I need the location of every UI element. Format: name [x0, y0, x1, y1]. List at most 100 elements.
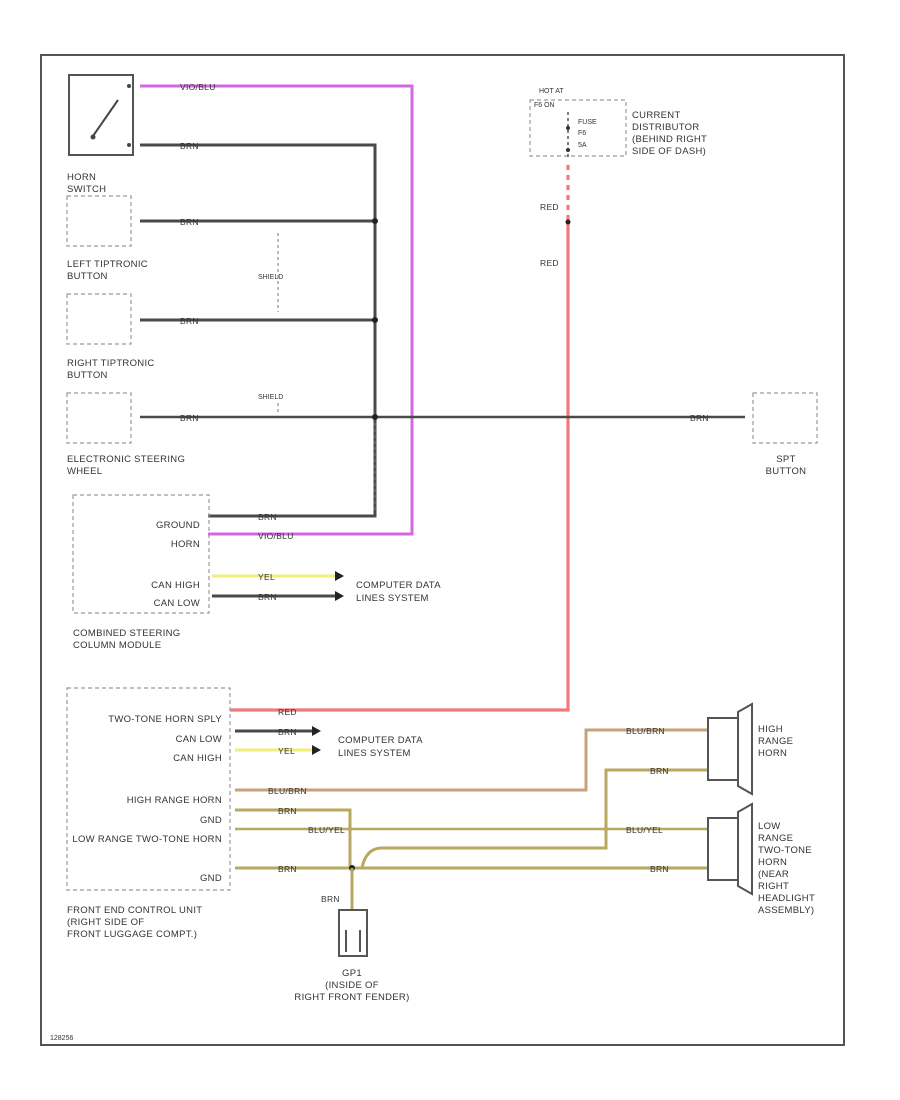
- fecu-yel-label: YEL: [278, 746, 295, 756]
- scm-pin-can-high: CAN HIGH: [151, 580, 200, 591]
- brn-return-label: BRN: [650, 766, 669, 776]
- high-horn-label-1: HIGH: [758, 724, 783, 735]
- blu-yel-label-2: BLU/YEL: [626, 825, 663, 835]
- horn-switch-label-2: SWITCH: [67, 184, 106, 195]
- switch-pin-top: [127, 84, 131, 88]
- fuse-node-top: [566, 126, 570, 130]
- fuse-node-bottom: [566, 148, 570, 152]
- fecu-label-2: (RIGHT SIDE OF: [67, 917, 144, 928]
- low-horn-label-2: RANGE: [758, 833, 793, 844]
- scm-yel-label: YEL: [258, 572, 275, 582]
- gp-wire-label: BRN: [321, 894, 340, 904]
- high-horn-label-2: RANGE: [758, 736, 793, 747]
- low-horn-label-5: (NEAR: [758, 869, 789, 880]
- scm-pin-can-low: CAN LOW: [154, 598, 200, 609]
- fecu-label-1: FRONT END CONTROL UNIT: [67, 905, 202, 916]
- fecu-pin-gnd-1: GND: [200, 815, 222, 826]
- horn-switch-contact: [92, 99, 119, 137]
- high-range-horn-symbol: [707, 702, 753, 796]
- wire-high-horn-gnd: [235, 808, 352, 868]
- low-horn-label-6: RIGHT: [758, 881, 789, 892]
- sport-button-label-1: SPT: [776, 454, 795, 465]
- fuse-location-3: (BEHIND RIGHT: [632, 134, 707, 145]
- steering-wheel-label-1: ELECTRONIC STEERING: [67, 454, 185, 465]
- arrow-scm-1: [335, 571, 344, 581]
- scm-pin-ground: GROUND: [156, 520, 200, 531]
- right-tiptronic-box: [66, 293, 132, 345]
- gp-label-1: GP1: [342, 968, 362, 979]
- steering-wheel-wire-label: BRN: [180, 413, 199, 423]
- brn-wire-label-2: BRN: [258, 512, 277, 522]
- shield-label-1: SHIELD: [258, 274, 283, 281]
- blu-brn-label-1: BLU/BRN: [268, 786, 307, 796]
- fuse-label: FUSE: [578, 119, 597, 126]
- scm-pin-horn: HORN: [171, 539, 200, 550]
- arrow-fecu-1: [312, 726, 321, 736]
- wire-horn-return: [360, 768, 710, 869]
- steering-wheel-box: [66, 392, 132, 444]
- low-horn-label-1: LOW: [758, 821, 781, 832]
- fecu-pin-low-horn: LOW RANGE TWO-TONE HORN: [72, 834, 222, 845]
- fuse-box: [529, 99, 627, 157]
- fecu-label-3: FRONT LUGGAGE COMPT.): [67, 929, 197, 940]
- left-tiptronic-wire-label: BRN: [180, 217, 199, 227]
- fecu-pin-sply: TWO-TONE HORN SPLY: [108, 714, 222, 725]
- scm-data-lines-2: LINES SYSTEM: [356, 593, 429, 604]
- fuse-location-4: SIDE OF DASH): [632, 146, 706, 157]
- gp-label-2: (INSIDE OF: [325, 980, 379, 991]
- arrow-scm-2: [335, 591, 344, 601]
- violet-wire-label-1: VIO/BLU: [180, 82, 216, 92]
- gp-label-3: RIGHT FRONT FENDER): [294, 992, 409, 1003]
- shield-label-2: SHIELD: [258, 394, 283, 401]
- blu-brn-label-2: BLU/BRN: [626, 726, 665, 736]
- splice-2: [372, 317, 378, 323]
- fecu-data-lines-1: COMPUTER DATA: [338, 735, 423, 746]
- fecu-pin-can-low: CAN LOW: [176, 734, 222, 745]
- scm-label-1: COMBINED STEERING: [73, 628, 181, 639]
- diagram-id: 128256: [50, 1035, 73, 1042]
- red-wire-label-3: RED: [278, 707, 297, 717]
- scm-brn-label: BRN: [258, 592, 277, 602]
- fecu-pin-high-horn: HIGH RANGE HORN: [127, 795, 222, 806]
- switch-pivot: [90, 134, 96, 140]
- right-tiptronic-label-1: RIGHT TIPTRONIC: [67, 358, 155, 369]
- high-horn-label-3: HORN: [758, 748, 787, 759]
- left-tiptronic-label-1: LEFT TIPTRONIC: [67, 259, 148, 270]
- sport-button-box: [752, 392, 818, 444]
- low-horn-label-4: HORN: [758, 857, 787, 868]
- blu-yel-label-1: BLU/YEL: [308, 825, 345, 835]
- ground-point-symbol: [338, 909, 368, 957]
- sport-button-label-2: BUTTON: [766, 466, 807, 477]
- low-horn-label-7: HEADLIGHT: [758, 893, 815, 904]
- fuse-number: F6: [578, 130, 586, 137]
- scm-data-lines-1: COMPUTER DATA: [356, 580, 441, 591]
- horn-switch-label-1: HORN: [67, 172, 96, 183]
- fuse-rating: 5A: [578, 142, 587, 149]
- right-tiptronic-label-2: BUTTON: [67, 370, 108, 381]
- splice-1: [372, 218, 378, 224]
- sport-wire-label: BRN: [690, 413, 709, 423]
- arrow-fecu-2: [312, 745, 321, 755]
- fecu-pin-can-high: CAN HIGH: [173, 753, 222, 764]
- fecu-brn-label: BRN: [278, 727, 297, 737]
- splice-3: [372, 414, 378, 420]
- low-horn-label-8: ASSEMBLY): [758, 905, 814, 916]
- brn-gnd-label-3: BRN: [650, 864, 669, 874]
- right-tiptronic-wire-label: BRN: [180, 316, 199, 326]
- low-horn-label-3: TWO-TONE: [758, 845, 812, 856]
- horn-switch-box: [68, 74, 134, 156]
- red-wire-label-2: RED: [540, 258, 559, 268]
- left-tiptronic-label-2: BUTTON: [67, 271, 108, 282]
- brn-gnd-label-2: BRN: [278, 864, 297, 874]
- switch-pin-bottom: [127, 143, 131, 147]
- wire-high-horn: [235, 728, 710, 792]
- left-tiptronic-box: [66, 195, 132, 247]
- low-range-horn-symbol: [707, 802, 753, 896]
- hot-at-label: HOT AT: [539, 88, 564, 95]
- red-wire-label-1: RED: [540, 202, 559, 212]
- fecu-data-lines-2: LINES SYSTEM: [338, 748, 411, 759]
- fuse-location-1: CURRENT: [632, 110, 681, 121]
- brn-wire-label-1: BRN: [180, 141, 199, 151]
- wire-red: [230, 160, 570, 712]
